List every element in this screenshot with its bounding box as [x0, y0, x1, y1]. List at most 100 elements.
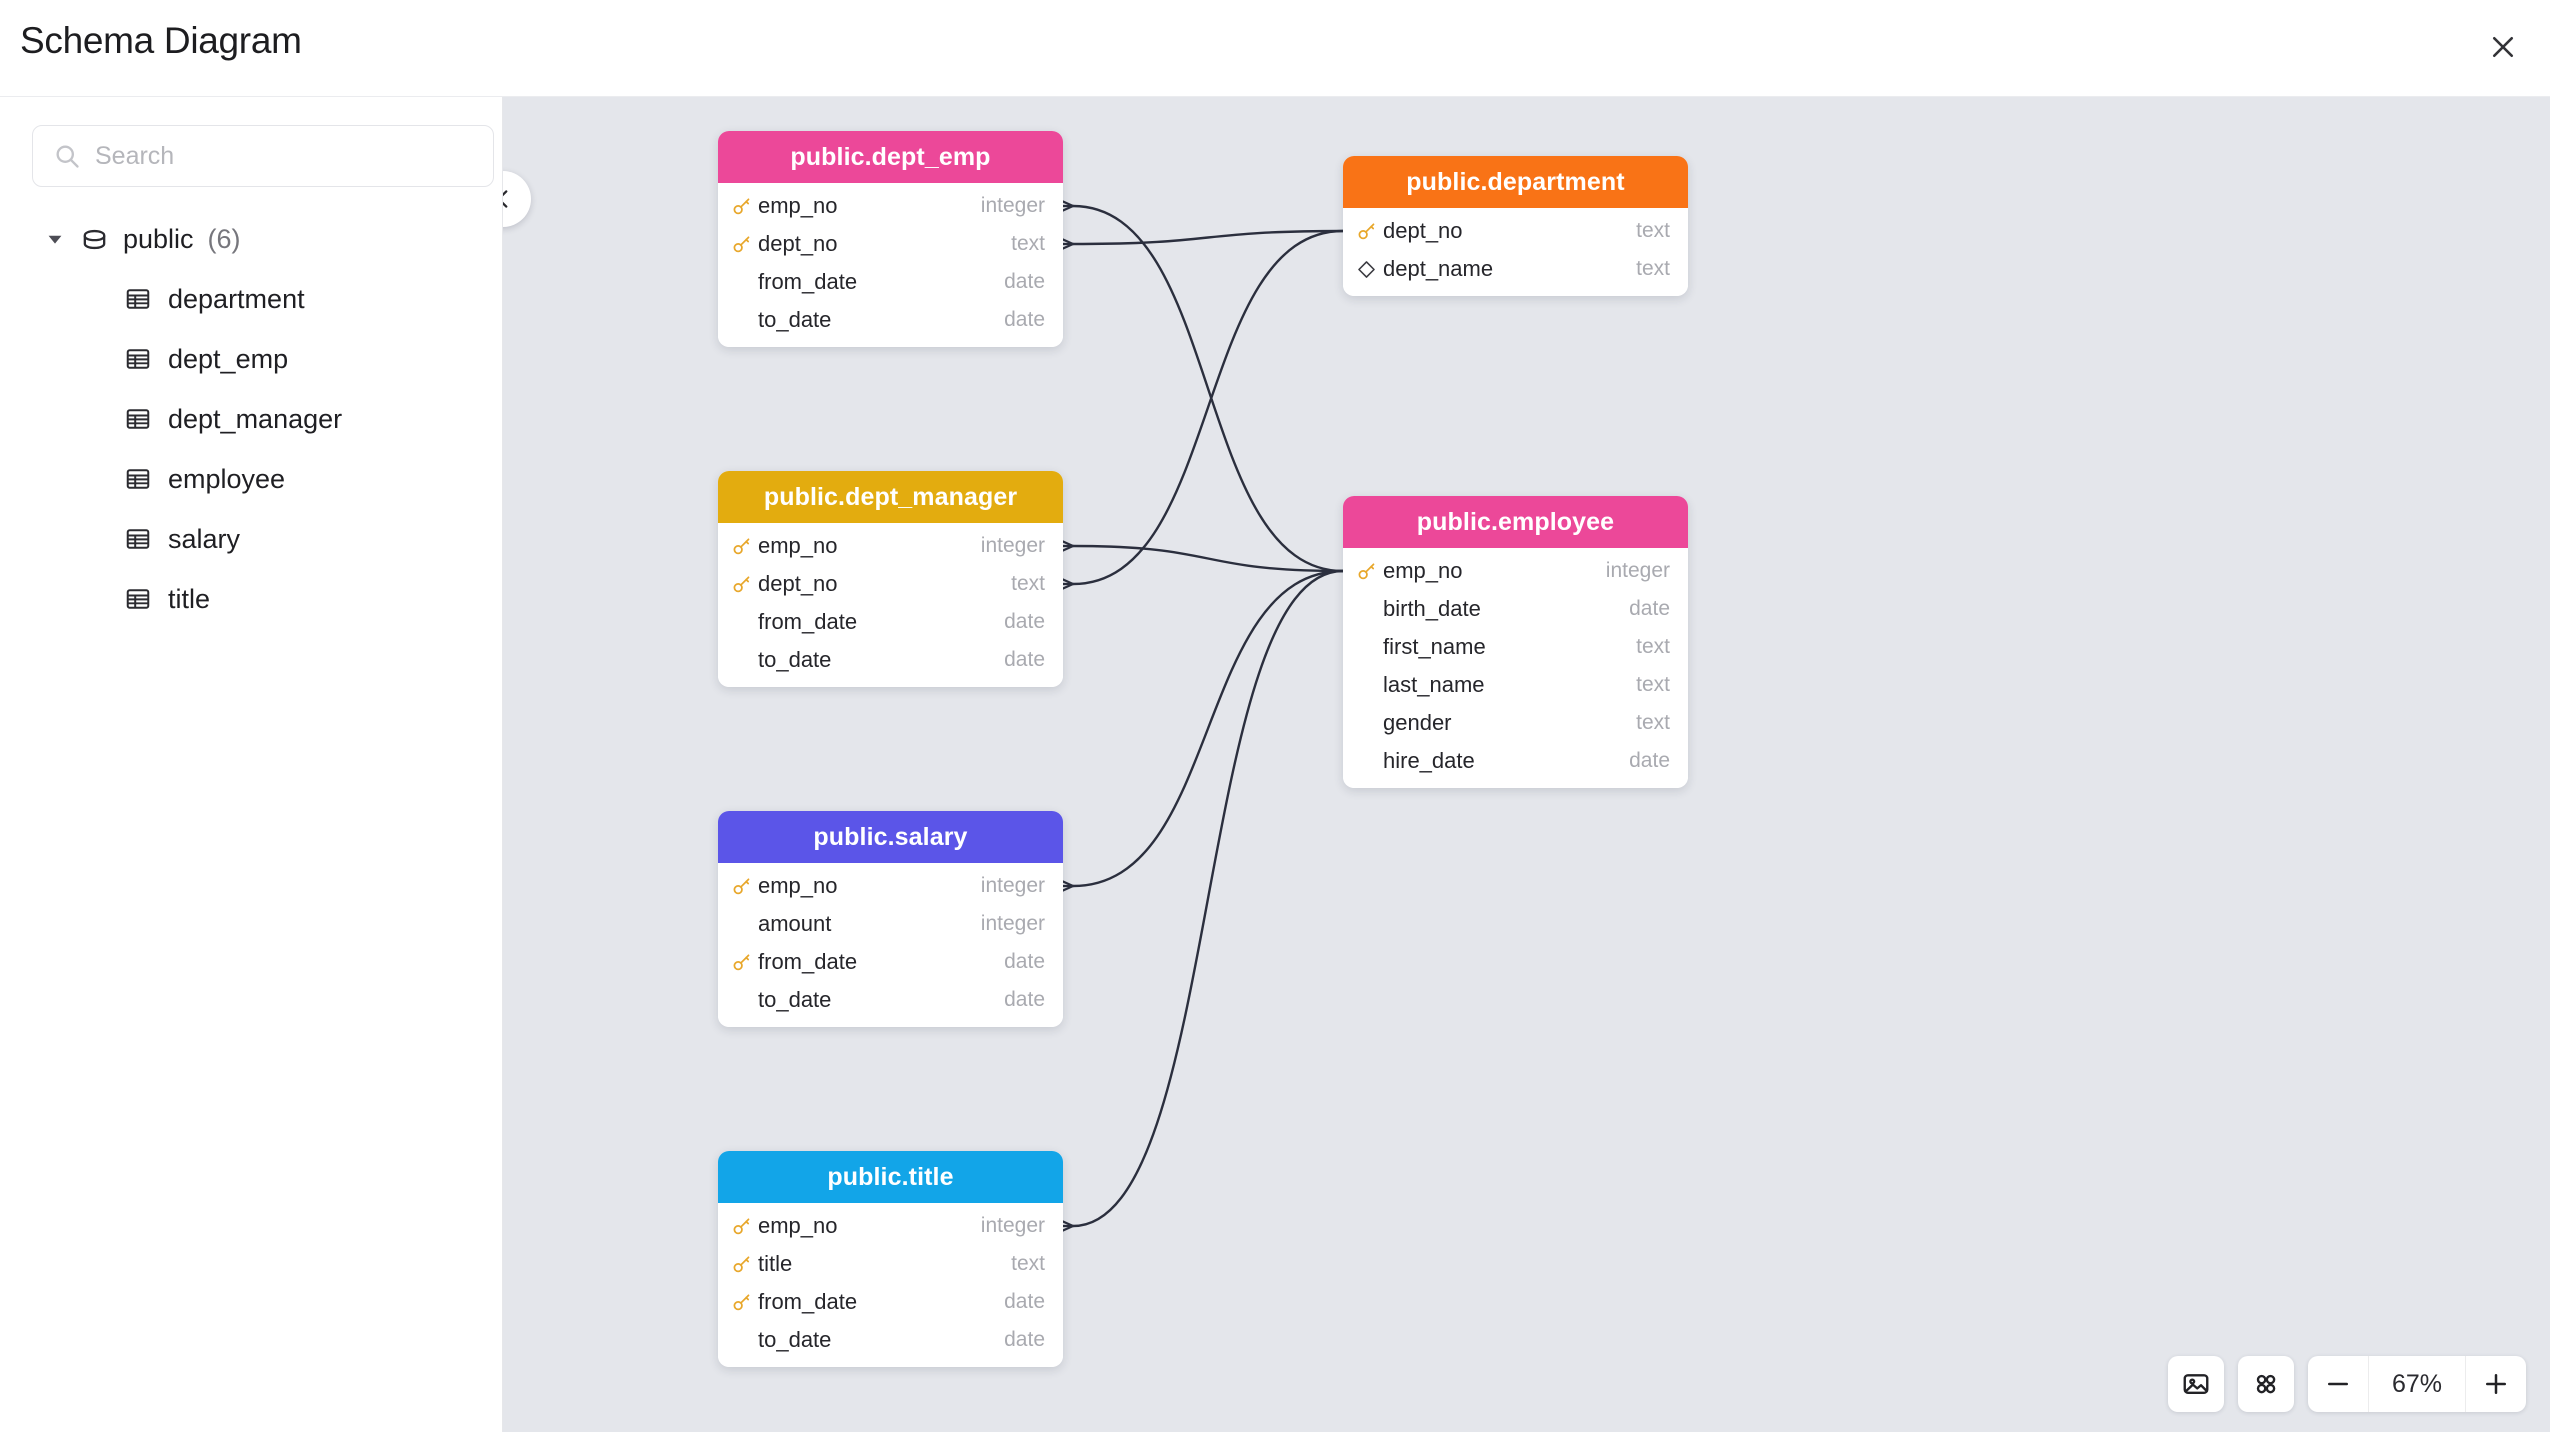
- tree-item-table-title[interactable]: title: [0, 569, 503, 629]
- page-title: Schema Diagram: [20, 20, 302, 61]
- close-icon: [2492, 36, 2514, 58]
- column-type: date: [1629, 749, 1670, 772]
- table-node-header: public.salary: [718, 811, 1063, 863]
- column-type: date: [1004, 950, 1045, 973]
- title-bar: Schema Diagram: [0, 0, 2550, 97]
- column-row[interactable]: first_name text: [1343, 628, 1688, 666]
- column-name: emp_no: [758, 533, 838, 558]
- tree-item-table-dept_emp[interactable]: dept_emp: [0, 329, 503, 389]
- tree-item-label: salary: [168, 523, 241, 554]
- tree-item-label: title: [168, 583, 211, 614]
- zoom-out-button[interactable]: [2308, 1356, 2368, 1412]
- zoom-level-label[interactable]: 67%: [2368, 1356, 2466, 1412]
- relationship-edge: [1071, 569, 1345, 1228]
- primary-key-icon: [733, 1217, 750, 1234]
- column-name: gender: [1383, 710, 1452, 735]
- primary-key-icon: [733, 235, 750, 252]
- search-icon: [56, 145, 79, 168]
- export-image-button[interactable]: [2168, 1356, 2224, 1412]
- search-field[interactable]: [32, 125, 494, 187]
- column-icon-slot: [731, 952, 758, 973]
- column-name: to_date: [758, 647, 832, 672]
- image-icon: [2183, 1374, 2209, 1394]
- column-icon-slot: [731, 1292, 758, 1313]
- tree-item-table-dept_manager[interactable]: dept_manager: [0, 389, 503, 449]
- table-icon: [126, 409, 150, 429]
- tree-item-table-salary[interactable]: salary: [0, 509, 503, 569]
- column-type: integer: [980, 1214, 1045, 1237]
- search-input[interactable]: [95, 141, 473, 171]
- close-button[interactable]: [2474, 18, 2532, 76]
- tree-item-table-department[interactable]: department: [0, 269, 503, 329]
- table-icon: [126, 529, 150, 549]
- column-name: amount: [758, 911, 832, 936]
- column-icon-slot: [731, 1254, 758, 1275]
- relationship-edge: [1071, 229, 1345, 246]
- column-type: date: [1004, 308, 1045, 331]
- tree-item-schema-public[interactable]: public (6): [0, 209, 503, 269]
- column-name: first_name: [1383, 634, 1486, 659]
- auto-layout-button[interactable]: [2238, 1356, 2294, 1412]
- relationship-edge: [1071, 204, 1345, 573]
- column-name: title: [758, 1251, 793, 1276]
- column-icon-slot: [731, 1216, 758, 1237]
- column-name: from_date: [758, 269, 858, 294]
- table-node-header: public.title: [718, 1151, 1063, 1203]
- table-node-header: public.dept_manager: [718, 471, 1063, 523]
- column-icon-slot: [731, 234, 758, 255]
- column-row[interactable]: emp_no integer: [718, 187, 1063, 225]
- column-name: to_date: [758, 987, 832, 1012]
- column-name: emp_no: [758, 193, 838, 218]
- column-name: emp_no: [758, 873, 838, 898]
- column-type: text: [1636, 635, 1670, 658]
- primary-key-icon: [1358, 562, 1375, 579]
- caret-down-icon[interactable]: [44, 228, 66, 250]
- primary-key-icon: [1358, 222, 1375, 239]
- column-type: text: [1636, 257, 1670, 280]
- relationship-edge: [1071, 229, 1345, 586]
- column-type: text: [1636, 219, 1670, 242]
- column-name: to_date: [758, 1327, 832, 1352]
- table-icon: [126, 469, 150, 489]
- column-name: last_name: [1383, 672, 1485, 697]
- column-type: date: [1004, 610, 1045, 633]
- column-row[interactable]: to_date date: [718, 981, 1063, 1019]
- tree-item-label: dept_manager: [168, 403, 343, 434]
- zoom-in-button[interactable]: [2466, 1356, 2526, 1412]
- column-type: integer: [980, 194, 1045, 217]
- tree-item-table-employee[interactable]: employee: [0, 449, 503, 509]
- column-type: date: [1004, 988, 1045, 1011]
- primary-key-icon: [733, 1255, 750, 1272]
